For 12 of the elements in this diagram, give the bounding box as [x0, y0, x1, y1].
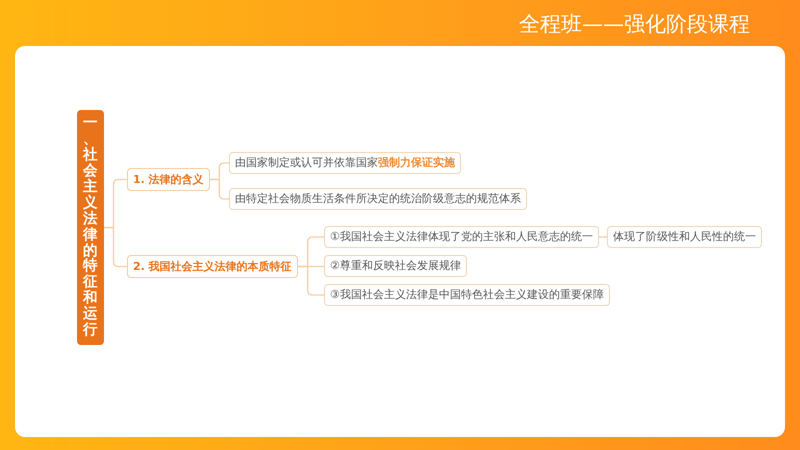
leaf-topic: ②尊重和反映社会发展规律 [324, 255, 467, 277]
header-title: 全程班——强化阶段课程 [519, 11, 750, 38]
leaf-topic: ①我国社会主义法律体现了党的主张和人民意志的统一 [324, 226, 599, 248]
leaf-topic: 由特定社会物质生活条件所决定的统治阶级意志的规范体系 [229, 188, 527, 210]
connector-line [298, 266, 324, 296]
leaf-topic: 由国家制定或认可并依靠国家强制力保证实施 [229, 152, 461, 174]
root-topic: 一、社会主义法律的特征和运行 [77, 110, 104, 346]
connector-line [210, 178, 229, 200]
leaf-topic: 体现了阶级性和人民性的统一 [607, 226, 762, 248]
leaf-topic: ③我国社会主义法律是中国特色社会主义建设的重要保障 [324, 284, 610, 306]
branch-topic: 1. 法律的含义 [127, 168, 210, 191]
branch-topic: 2. 我国社会主义法律的本质特征 [127, 255, 298, 278]
